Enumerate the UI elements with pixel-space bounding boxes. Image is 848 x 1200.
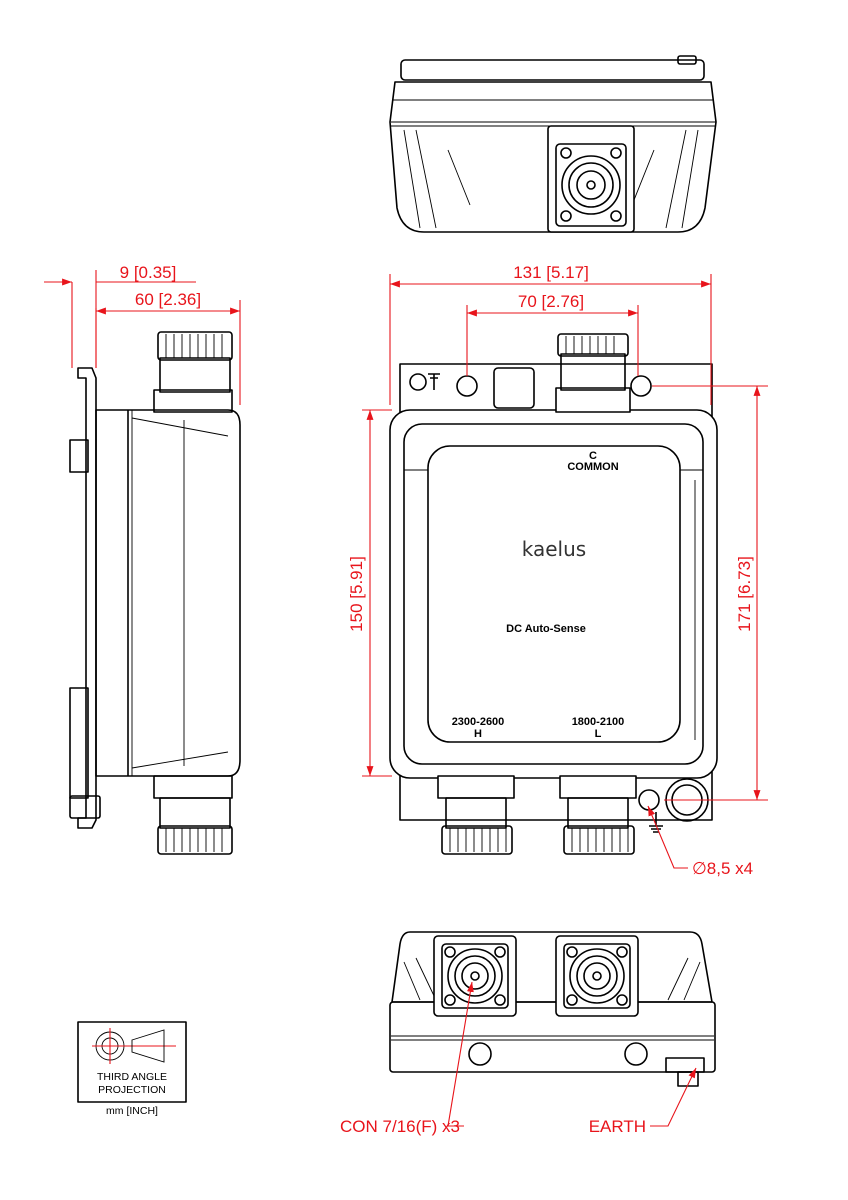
dim-overall-height: 171 [6.73] bbox=[735, 556, 754, 632]
common-port-letter: C bbox=[589, 450, 597, 462]
common-port-label: COMMON bbox=[567, 461, 618, 473]
brand-logo: kaelus bbox=[522, 537, 586, 561]
hole-callout: ∅8,5 x4 bbox=[692, 859, 753, 878]
high-port-letter: H bbox=[474, 728, 482, 740]
dimension-lines bbox=[44, 270, 768, 1127]
bottom-view bbox=[389, 931, 716, 1087]
dim-connector-spacing: 70 [2.76] bbox=[518, 292, 584, 311]
dim-depth: 60 [2.36] bbox=[135, 290, 201, 309]
projection-line-2: PROJECTION bbox=[98, 1084, 166, 1096]
connector-callout: CON 7/16(F) x3 bbox=[340, 1117, 460, 1136]
dim-offset-side: 9 [0.35] bbox=[120, 263, 177, 282]
earth-callout: EARTH bbox=[589, 1117, 646, 1136]
projection-symbol bbox=[77, 1021, 187, 1103]
front-view bbox=[389, 333, 718, 855]
high-band-range: 2300-2600 bbox=[452, 716, 505, 728]
low-band-range: 1800-2100 bbox=[572, 716, 625, 728]
dc-auto-sense-label: DC Auto-Sense bbox=[506, 623, 586, 635]
top-view bbox=[389, 55, 717, 233]
units-label: mm [INCH] bbox=[106, 1105, 158, 1117]
projection-line-1: THIRD ANGLE bbox=[97, 1071, 167, 1083]
dim-body-height: 150 [5.91] bbox=[347, 556, 366, 632]
dim-width: 131 [5.17] bbox=[513, 263, 589, 282]
side-view bbox=[69, 331, 241, 855]
low-port-letter: L bbox=[595, 728, 602, 740]
